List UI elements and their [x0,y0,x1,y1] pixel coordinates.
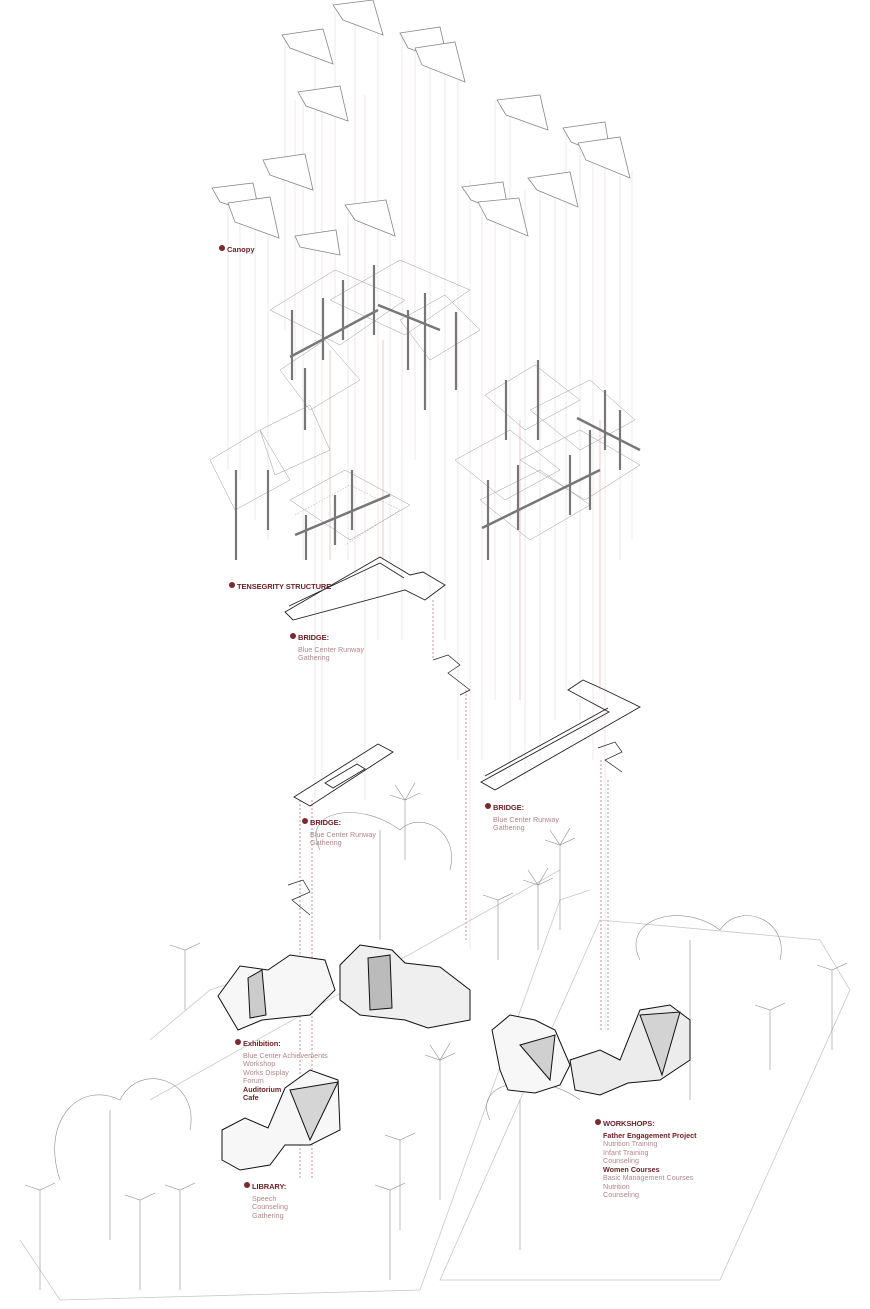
palm-tree [164,1182,196,1290]
broadleaf-tree [486,1082,581,1250]
marker-dot-icon [244,1182,250,1188]
marker-dot-icon [219,245,225,251]
tensegrity-struts [234,265,622,560]
palm-tree [24,1182,56,1290]
stair-upper [432,654,471,696]
projection-lines-accent [329,340,601,700]
exhibition-building [217,944,471,1031]
palm-tree [816,962,848,1050]
workshops-label: WORKSHOPS: Father Engagement Project Nut… [595,1113,696,1200]
broadleaf-tree [54,1078,192,1240]
canopy-label: Canopy [219,239,255,258]
marker-dot-icon [290,633,296,639]
palm-tree [424,1042,456,1200]
palm-tree [384,1132,416,1230]
marker-dot-icon [235,1039,241,1045]
marker-dot-icon [229,582,235,588]
stair-left [287,879,311,916]
palm-tree [124,1192,156,1290]
library-building [221,1069,341,1171]
bridges [284,556,641,916]
tensegrity-structure-right [454,364,641,541]
tensegrity-label: TENSEGRITY STRUCTURE [229,576,331,595]
bridge-lower-left-label: BRIDGE: Blue Center Runway Gathering [302,812,376,848]
palm-tree [522,867,554,950]
palm-tree [389,782,421,860]
marker-dot-icon [302,818,308,824]
trees [24,782,848,1290]
palm-tree [754,1002,786,1070]
workshop-building [491,1004,691,1096]
tensegrity-beams [289,303,641,537]
bridge-right [480,679,641,791]
broadleaf-tree [315,812,452,940]
library-label: LIBRARY: Speech Counseling Gathering [244,1176,288,1220]
stair-right [597,741,623,773]
bridge-upper-left [284,556,446,621]
canopy-panels [211,0,631,256]
bridge-right-label: BRIDGE: Blue Center Runway Gathering [485,797,559,833]
exhibition-label: Exhibition: Blue Center Achievements Wor… [235,1033,328,1103]
bridge-lower-left [293,743,394,807]
bridge-upper-left-label: BRIDGE: Blue Center Runway Gathering [290,627,364,663]
marker-dot-icon [485,803,491,809]
palm-tree [544,827,576,930]
palm-tree [374,1182,406,1280]
site-paths [19,869,851,1301]
buildings [217,944,691,1171]
tensegrity-structure-left [209,259,481,546]
marker-dot-icon [595,1119,601,1125]
palm-tree [169,942,201,1010]
palm-tree [482,892,514,960]
dashed-connectors [299,600,609,1180]
